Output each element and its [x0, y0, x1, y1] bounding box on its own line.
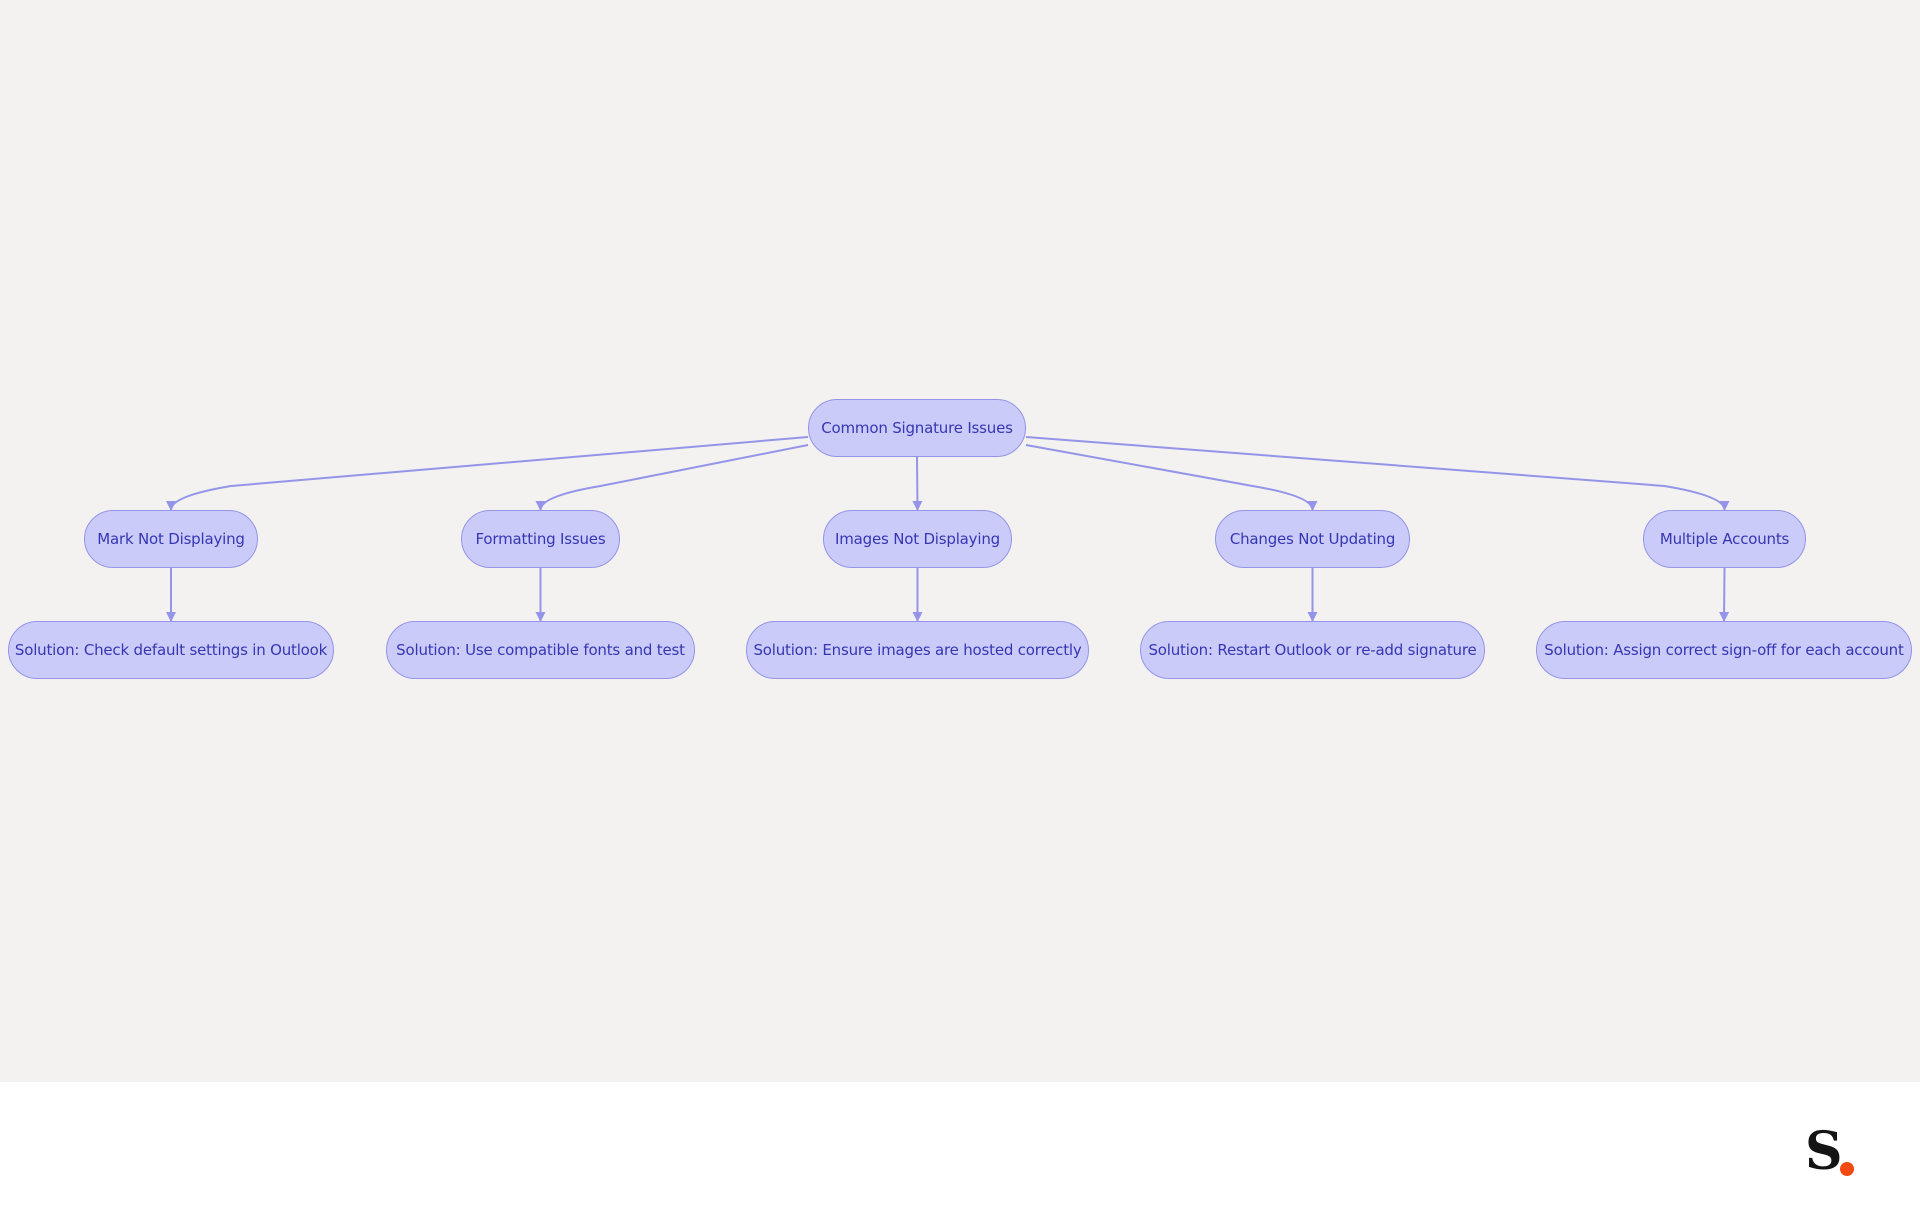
solution-node-label: Solution: Ensure images are hosted corre… [753, 641, 1082, 659]
edge-root-to-issue-4 [1025, 444, 1318, 511]
issue-node-multiple-accounts[interactable]: Multiple Accounts [1643, 510, 1806, 568]
issue-node-label: Images Not Displaying [835, 530, 1000, 548]
solution-node-label: Solution: Check default settings in Outl… [14, 641, 328, 659]
diagram-edges [166, 436, 1730, 622]
edge-root-to-issue-5 [1025, 436, 1730, 511]
s-dot-logo: S [1805, 1126, 1865, 1182]
solution-node-images-hosted[interactable]: Solution: Ensure images are hosted corre… [746, 621, 1089, 679]
edge-issue-to-solution-5 [1719, 567, 1730, 622]
solution-node-label: Solution: Use compatible fonts and test [396, 641, 685, 659]
footer-bar [0, 1082, 1920, 1215]
edge-root-to-issue-3 [912, 456, 923, 511]
diagram-canvas: Common Signature Issues Mark Not Display… [0, 0, 1920, 1082]
logo-letter: S [1805, 1121, 1843, 1182]
solution-node-label: Solution: Restart Outlook or re-add sign… [1148, 641, 1477, 659]
solution-node-restart-outlook[interactable]: Solution: Restart Outlook or re-add sign… [1140, 621, 1485, 679]
logo-dot-icon [1840, 1162, 1854, 1176]
solution-node-check-default-settings[interactable]: Solution: Check default settings in Outl… [8, 621, 334, 679]
issue-node-changes-not-updating[interactable]: Changes Not Updating [1215, 510, 1410, 568]
issue-node-label: Changes Not Updating [1229, 530, 1396, 548]
issue-node-label: Mark Not Displaying [97, 530, 245, 548]
solution-node-assign-sign-off[interactable]: Solution: Assign correct sign-off for ea… [1536, 621, 1912, 679]
issue-node-label: Formatting Issues [475, 530, 606, 548]
edge-root-to-issue-2 [535, 444, 809, 511]
issue-node-label: Multiple Accounts [1659, 530, 1790, 548]
issue-node-mark-not-displaying[interactable]: Mark Not Displaying [84, 510, 258, 568]
issue-node-formatting-issues[interactable]: Formatting Issues [461, 510, 620, 568]
solution-node-label: Solution: Assign correct sign-off for ea… [1544, 641, 1904, 659]
root-node[interactable]: Common Signature Issues [808, 399, 1026, 457]
issue-node-images-not-displaying[interactable]: Images Not Displaying [823, 510, 1012, 568]
edge-root-to-issue-1 [166, 436, 809, 511]
root-node-label: Common Signature Issues [821, 419, 1013, 437]
solution-node-compatible-fonts[interactable]: Solution: Use compatible fonts and test [386, 621, 695, 679]
